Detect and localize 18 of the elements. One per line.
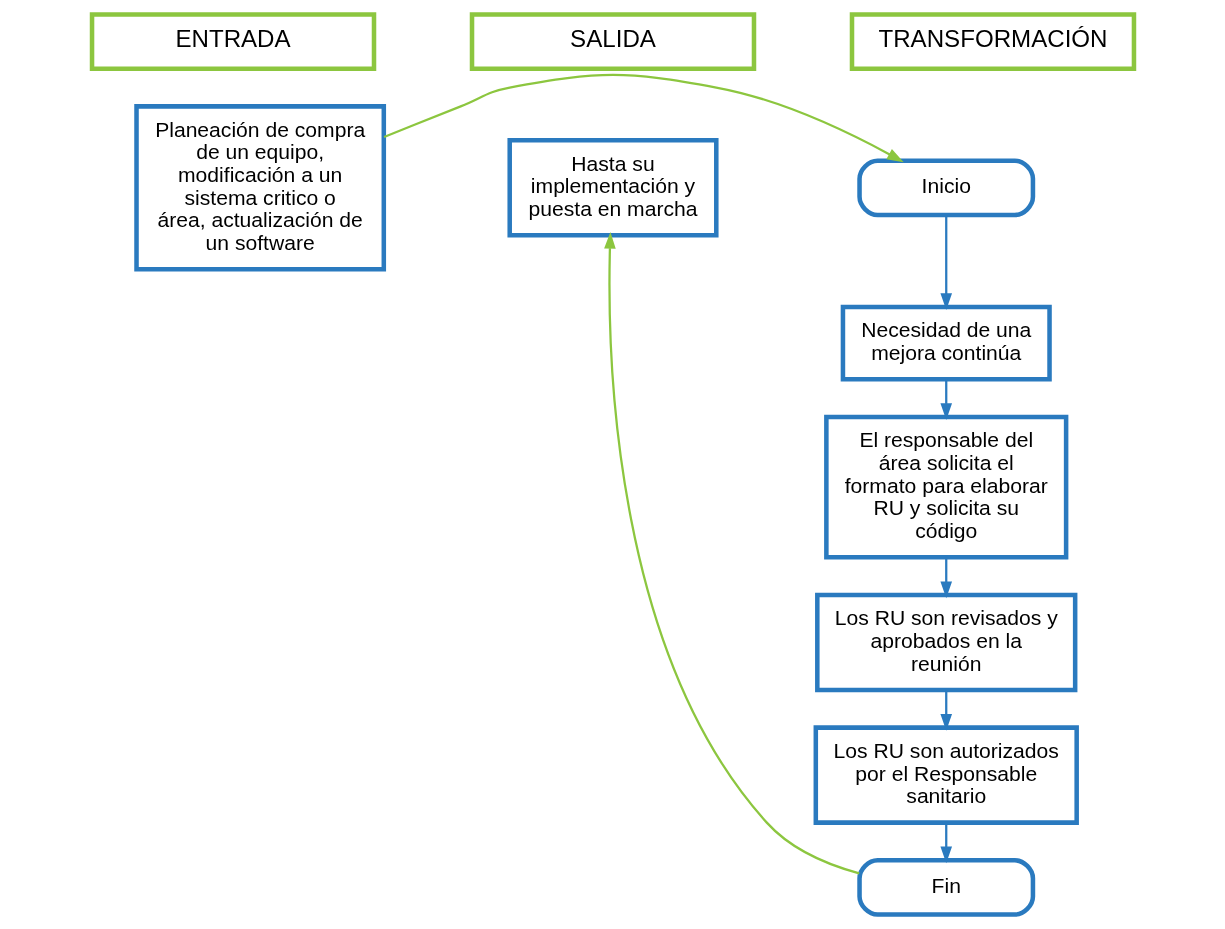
node-box: Inicio: [856, 158, 1035, 218]
arrow: [939, 823, 952, 864]
arrow: [939, 215, 952, 310]
arrow: [383, 73, 904, 163]
arrow: [603, 232, 859, 875]
node-box: Hasta su implementación y puesta en marcha: [506, 138, 719, 238]
arrow: [939, 379, 952, 420]
arrow: [939, 690, 952, 731]
node-box: SALIDA: [469, 12, 756, 71]
node-box: TRANSFORMACIÓN: [849, 12, 1136, 71]
node-box: El responsable del área solicita el formato para elaborar RU y solicita su código: [823, 414, 1068, 560]
node-box: ENTRADA: [89, 12, 376, 71]
node-box: Necesidad de una mejora continúa: [840, 304, 1052, 382]
node-box: Los RU son revisados y aprobados en la reunión: [814, 592, 1077, 693]
node-box: Planeación de compra de un equipo, modificación a un sistema critico o área, actualización de un software: [133, 104, 386, 272]
arrow: [939, 557, 952, 599]
node-box: Fin: [856, 858, 1035, 917]
node-box: Los RU son autorizados por el Responsable sanitario: [813, 725, 1079, 825]
